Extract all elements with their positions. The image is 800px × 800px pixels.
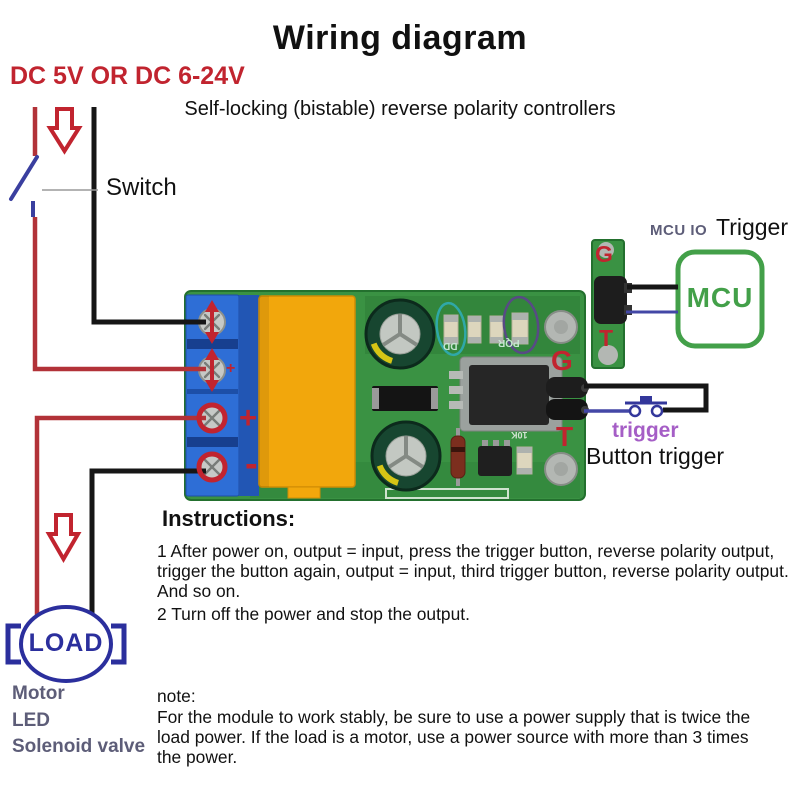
load-example-solenoid: Solenoid valve (12, 736, 146, 757)
load-label: LOAD (28, 629, 104, 657)
mcu-io-label: MCU IO (650, 222, 708, 239)
capacitor (364, 298, 436, 370)
mcu-chip-label: MCU (686, 282, 754, 313)
terminal3-plus-sign: + (239, 400, 258, 435)
header-pin-g-label: G (595, 241, 613, 267)
header-pin-t-label: T (599, 325, 614, 351)
board-pin-t-label: T (556, 421, 574, 452)
wires (9, 107, 709, 616)
power-rating-label: DC 5V OR DC 6-24V (10, 62, 245, 90)
load-bracket-left (5, 623, 21, 665)
annotation-circle-purple (502, 295, 540, 355)
trigger-heading: Trigger (716, 214, 788, 240)
down-arrow-icon (46, 107, 83, 155)
annotation-circle-teal (435, 301, 467, 357)
mcu-box (675, 249, 765, 349)
terminal4-minus-sign: - (245, 443, 258, 485)
instructions-heading: Instructions: (162, 506, 296, 531)
switch-lever (9, 155, 39, 201)
pad (598, 345, 618, 365)
terminal4-circle (196, 451, 228, 483)
smd-resistor (516, 446, 533, 475)
annotations (45, 107, 228, 563)
load-symbol (5, 605, 127, 683)
page-title: Wiring diagram (272, 19, 528, 57)
power-ic (449, 356, 563, 432)
silkscreen-dd: DD (443, 340, 458, 351)
supply-negative-wire (91, 107, 206, 325)
load-example-led: LED (12, 710, 50, 731)
button-trigger-caption: Button trigger (586, 443, 725, 469)
pcb-module (184, 290, 589, 501)
trigger-button-label: trigger (612, 419, 679, 442)
header-pins (594, 276, 627, 324)
terminal3-circle (196, 402, 228, 434)
smd-components (435, 295, 540, 357)
terminal-side (239, 295, 259, 496)
instructions-step2: 2 Turn off the power and stop the output… (157, 604, 470, 624)
subtitle: Self-locking (bistable) reverse polarity… (184, 98, 616, 120)
pad (598, 242, 614, 258)
note-heading: note: (157, 686, 196, 706)
switch-label: Switch (106, 174, 177, 201)
transistor (478, 440, 512, 476)
mounting-hole-center (554, 320, 568, 334)
load-bracket-right (111, 623, 127, 665)
gt-header-strip (591, 239, 632, 369)
switched-positive-wire (32, 217, 206, 372)
down-arrow-icon (45, 513, 82, 563)
gt-pins (546, 377, 589, 420)
instructions-step1: 1 After power on, output = input, press … (157, 541, 789, 601)
relay (258, 295, 356, 499)
push-button-symbol (625, 396, 667, 418)
pin-nub (624, 305, 632, 315)
load-example-motor: Motor (12, 683, 65, 704)
silkscreen-10k: 10K (511, 430, 528, 440)
terminal-divider (187, 389, 238, 394)
silkscreen-pqr: PQR (498, 337, 520, 348)
terminal2-plus-sign: + (226, 360, 236, 377)
mounting-hole-center (554, 462, 568, 476)
terminal2-reverse-arrow (205, 348, 219, 392)
output-negative-wire (89, 468, 206, 613)
terminal-divider (187, 437, 238, 447)
terminal1-reverse-arrow (205, 300, 219, 344)
board-pin-g-label: G (551, 345, 573, 376)
button-g-wire (584, 383, 709, 413)
inductor (372, 386, 438, 411)
output-positive-wire (34, 415, 206, 616)
diode (450, 428, 466, 486)
note-body: For the module to work stably, be sure t… (157, 707, 751, 767)
pcb-silkscreen-box (385, 488, 509, 499)
terminal-divider (187, 339, 238, 349)
capacitor (370, 420, 442, 492)
